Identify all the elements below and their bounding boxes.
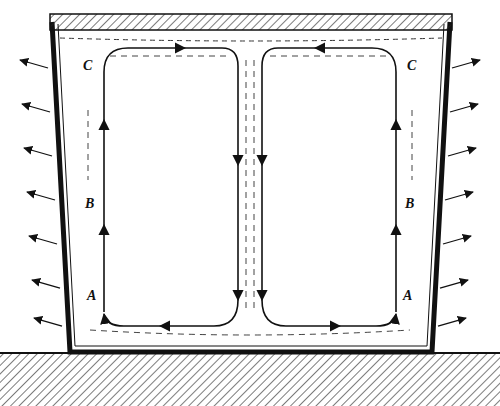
vessel-wall xyxy=(52,22,450,352)
ground-hatch xyxy=(0,353,500,406)
circulation-loop xyxy=(104,48,238,326)
vessel-rim xyxy=(50,14,452,30)
circulation-loop xyxy=(262,48,396,326)
flow-dashes xyxy=(88,56,412,335)
part-letter: B xyxy=(405,197,414,211)
part-letter: B xyxy=(85,197,94,211)
liquid-surface xyxy=(60,38,442,41)
radiation-arrows xyxy=(20,60,480,326)
part-letter: C xyxy=(407,59,416,73)
vessel-inner-wall xyxy=(58,24,444,346)
part-letter: C xyxy=(83,59,92,73)
part-letter: A xyxy=(87,289,96,303)
part-letter: A xyxy=(403,289,412,303)
